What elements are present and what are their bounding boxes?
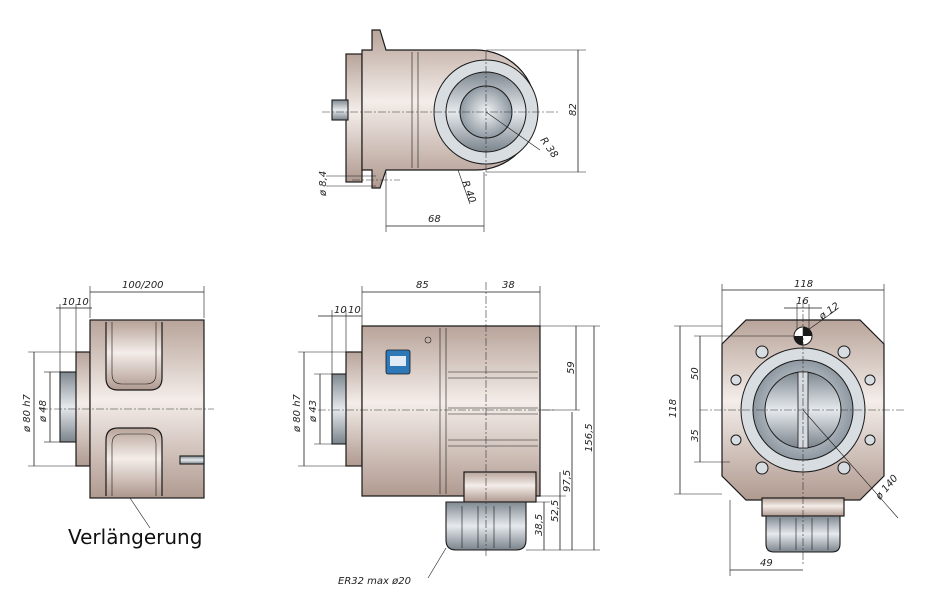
front-dim-38-5: 38,5 xyxy=(534,514,545,536)
side-view-screw xyxy=(179,455,205,465)
top-view-shaft xyxy=(331,99,349,121)
side-view-pocket-bottom xyxy=(105,427,163,496)
front-dim-dia80: ø 80 h7 xyxy=(292,393,303,433)
front-dim-10a: 10 xyxy=(334,305,347,316)
end-dim-118w: 118 xyxy=(794,279,813,290)
front-dim-dia43: ø 43 xyxy=(308,400,319,423)
lube-nipple-icon xyxy=(424,336,432,344)
end-view-bolt-holes xyxy=(730,345,876,475)
end-dim-16: 16 xyxy=(796,296,809,307)
top-dim-8-4: ø 8,4 xyxy=(318,171,329,197)
front-dim-85: 85 xyxy=(416,280,429,291)
side-dim-dia48: ø 48 xyxy=(38,400,49,423)
end-dim-118h: 118 xyxy=(668,399,679,418)
front-dim-156: 156,5 xyxy=(584,423,595,452)
front-view: 85 38 10 10 ø 80 h7 ø 43 59 156,5 97,5 5… xyxy=(292,280,600,587)
side-dim-dia80: ø 80 h7 xyxy=(22,393,33,433)
bolt-hole xyxy=(837,345,851,359)
bolt-hole xyxy=(730,374,742,386)
front-view-flange xyxy=(345,351,363,467)
bolt-hole xyxy=(755,345,769,359)
end-dim-35: 35 xyxy=(690,429,701,442)
top-dim-r40: R 40 xyxy=(459,179,477,204)
side-view: 100/200 10 10 ø 80 h7 ø 48 Verlängerung xyxy=(22,280,214,549)
side-dim-10b: 10 xyxy=(76,297,89,308)
front-dim-10b: 10 xyxy=(348,305,361,316)
top-view: 82 R 38 R 40 68 ø 8,4 xyxy=(318,29,586,232)
side-dim-10a: 10 xyxy=(62,297,75,308)
front-view-nose xyxy=(463,471,537,503)
bolt-hole xyxy=(755,461,769,475)
bolt-hole xyxy=(864,374,876,386)
end-dim-49: 49 xyxy=(760,558,773,569)
side-view-pocket-top xyxy=(105,322,163,391)
end-dim-50: 50 xyxy=(690,367,701,380)
collet-note: ER32 max ø20 xyxy=(338,576,411,587)
front-dim-97: 97,5 xyxy=(562,470,573,492)
end-view: 118 16 ø 12 118 50 35 ø 140 49 xyxy=(668,279,906,576)
side-dim-length: 100/200 xyxy=(122,280,164,291)
bolt-hole xyxy=(864,434,876,446)
bolt-hole xyxy=(730,434,742,446)
side-view-spigot xyxy=(59,371,79,443)
top-dim-r38: R 38 xyxy=(538,135,560,160)
bolt-hole xyxy=(837,461,851,475)
top-dim-82: 82 xyxy=(568,103,579,116)
top-dim-68: 68 xyxy=(428,214,441,225)
front-dim-59: 59 xyxy=(566,361,577,374)
side-view-caption: Verlängerung xyxy=(68,525,202,549)
front-dim-38: 38 xyxy=(502,280,515,291)
front-dim-52: 52,5 xyxy=(550,500,561,522)
